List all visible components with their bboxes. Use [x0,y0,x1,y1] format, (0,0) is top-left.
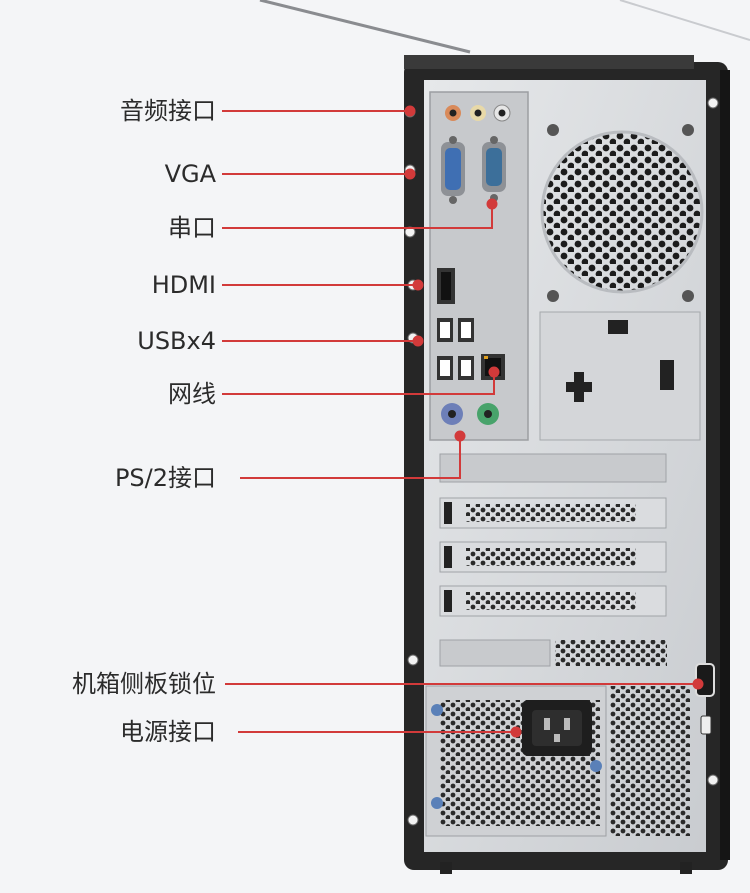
background-stripe [259,0,471,54]
label-ps2: PS/2接口 [114,464,216,492]
label-vga: VGA [164,160,216,188]
power-supply [425,685,607,837]
label-serial: 串口 [168,214,216,242]
hdmi-port [437,268,455,304]
label-power: 电源接口 [120,718,216,746]
ps2-ports [441,403,499,425]
fan-grill [542,132,702,292]
label-lock: 机箱侧板锁位 [72,670,216,698]
serial-port [482,136,506,202]
leader-lines [222,105,704,738]
usb-ports [437,318,474,380]
expansion-slots [439,453,667,667]
label-lan: 网线 [168,380,216,408]
label-hdmi: HDMI [151,271,216,299]
audio-jacks [445,104,511,122]
vga-port [441,136,465,204]
label-audio: 音频接口 [120,97,216,125]
label-usb: USBx4 [137,327,216,355]
